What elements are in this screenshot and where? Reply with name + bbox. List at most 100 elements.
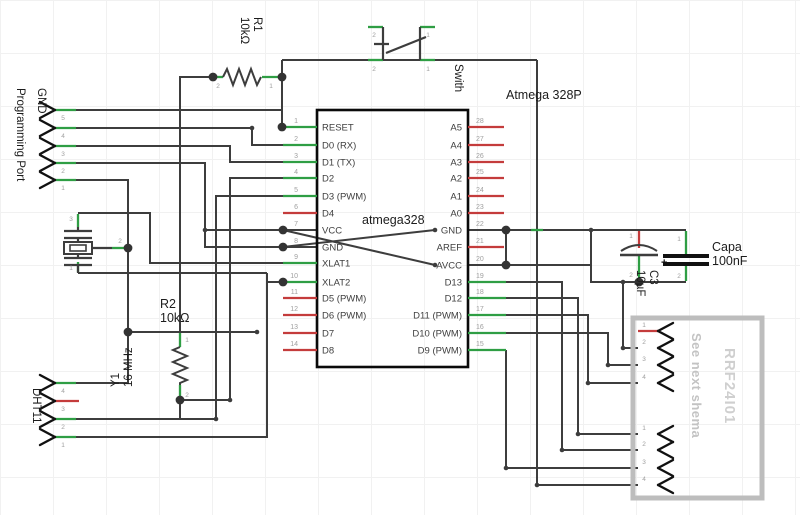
wire-segment	[229, 177, 283, 400]
r2-value: 10kΩ	[160, 311, 190, 326]
port-pin-number: 2	[61, 168, 65, 175]
gnd-label: GND	[35, 88, 47, 114]
connector-pin-icon	[38, 136, 57, 156]
wire-segment	[590, 230, 686, 283]
ic-pin-number: 24	[476, 187, 484, 194]
ic-pin-label: D11 (PWM)	[413, 311, 462, 322]
r2-resistor-glyph	[170, 346, 190, 385]
junction-dot-small	[503, 465, 509, 471]
see-next-schema-label: See next shema	[689, 333, 704, 439]
wire-segment	[78, 212, 283, 264]
ic-pin-number: 11	[291, 289, 298, 296]
capa-pin-number: 2	[677, 273, 681, 280]
rrf-pin-number: 2	[642, 339, 646, 346]
capacitor-c3-label: C3 10µF	[633, 270, 659, 296]
ic-pin-number: 17	[476, 306, 484, 313]
ic-pin-label: D3 (PWM)	[322, 192, 366, 203]
ic-title: Atmega 328P	[506, 88, 582, 102]
switch-pin-number: 2	[372, 66, 376, 73]
ic-pin-label: A2	[450, 174, 462, 185]
connector-pin-icon	[38, 373, 57, 393]
r1-pin-number: 2	[216, 83, 220, 90]
r1-pin-number: 1	[269, 83, 273, 90]
junction-dot-small	[620, 345, 626, 351]
r1-resistor-glyph	[222, 66, 262, 88]
ic-pin-label: A5	[450, 123, 462, 134]
ic-inner-label: atmega328	[362, 213, 425, 227]
port-pin-number: 5	[61, 115, 65, 122]
ic-pin-label: RESET	[322, 123, 354, 134]
junction-dot	[123, 327, 133, 337]
rrf-pin-number: 3	[642, 356, 646, 363]
connector-pin-icon	[656, 321, 675, 341]
rrf-pin-number: 4	[642, 374, 646, 381]
wire-segment	[506, 297, 638, 435]
dht-pin-number: 3	[61, 406, 65, 413]
wire-segment	[215, 195, 283, 419]
connector-pin-icon	[38, 409, 57, 429]
ic-pin-number: 15	[476, 341, 484, 348]
wire-segment	[75, 179, 129, 384]
resistor-r1-label: R1 10kΩ	[237, 17, 263, 44]
junction-dot-small	[254, 329, 260, 335]
junction-dot-small	[432, 262, 438, 268]
ic-pin-label: D1 (TX)	[322, 158, 355, 169]
ic-pin-number: 16	[476, 324, 484, 331]
resistor-r2-label: R2 10kΩ	[160, 297, 190, 326]
connector-pin-icon	[38, 153, 57, 173]
wire-segment	[536, 60, 638, 486]
c3-value: 10µF	[633, 270, 646, 297]
ic-pin-label: GND	[441, 226, 462, 237]
rrf-module-label: RRF24I01	[721, 348, 738, 425]
ic-pin-label: D8	[322, 346, 334, 357]
junction-dot-small	[620, 279, 626, 285]
junction-dot	[277, 72, 287, 82]
ic-pin-label: VCC	[322, 226, 342, 237]
rrf-pin-number: 1	[642, 425, 646, 432]
junction-dot	[634, 277, 644, 287]
connector-pin-icon	[656, 458, 675, 478]
y1-name: Y1	[110, 372, 122, 387]
connector-pin-icon	[656, 338, 675, 358]
switch-label: Swith	[452, 64, 464, 93]
ic-pin-number: 25	[476, 169, 484, 176]
connector-pin-icon	[656, 440, 675, 460]
ic-pin-label: D4	[322, 209, 334, 220]
connector-pin-icon	[38, 391, 57, 411]
port-pin-number: 3	[61, 151, 65, 158]
ic-pin-label: XLAT2	[322, 278, 350, 289]
ic-pin-label: D13	[445, 278, 462, 289]
c3-capacitor-glyph	[620, 244, 658, 252]
ic-pin-number: 19	[476, 273, 484, 280]
ic-pin-label: D9 (PWM)	[418, 346, 462, 357]
junction-dot-small	[559, 447, 565, 453]
ic-pin-number: 6	[294, 204, 298, 211]
port-pin-number: 4	[61, 133, 65, 140]
rrf-pin-number: 4	[642, 476, 646, 483]
junction-dot-small	[227, 397, 233, 403]
ic-pin-number: 22	[476, 221, 484, 228]
ic-pin-label: XLAT1	[322, 259, 350, 270]
junction-dot-small	[249, 125, 255, 131]
junction-dot	[277, 122, 287, 132]
ic-pin-label: D6 (PWM)	[322, 311, 366, 322]
ic-pin-label: AREF	[437, 243, 463, 254]
ic-pin-label: A3	[450, 158, 462, 169]
dht-pin-number: 2	[61, 424, 65, 431]
connector-pin-icon	[656, 373, 675, 393]
junction-dot	[278, 225, 288, 235]
r2-pin-number: 2	[185, 392, 189, 399]
switch-glyph	[374, 27, 427, 60]
ic-pin-label: AVCC	[436, 261, 462, 272]
atmega-ic-body	[315, 108, 470, 369]
wire-segment	[506, 332, 638, 366]
junction-dot-small	[202, 227, 208, 233]
crystal-body	[63, 241, 93, 255]
junction-dot-small	[213, 416, 219, 422]
c3-pin-number: 1	[629, 233, 633, 240]
ic-pin-label: A0	[450, 209, 462, 220]
r1-value: 10kΩ	[237, 17, 250, 45]
ic-pin-number: 13	[290, 324, 298, 331]
junction-dot	[278, 242, 288, 252]
